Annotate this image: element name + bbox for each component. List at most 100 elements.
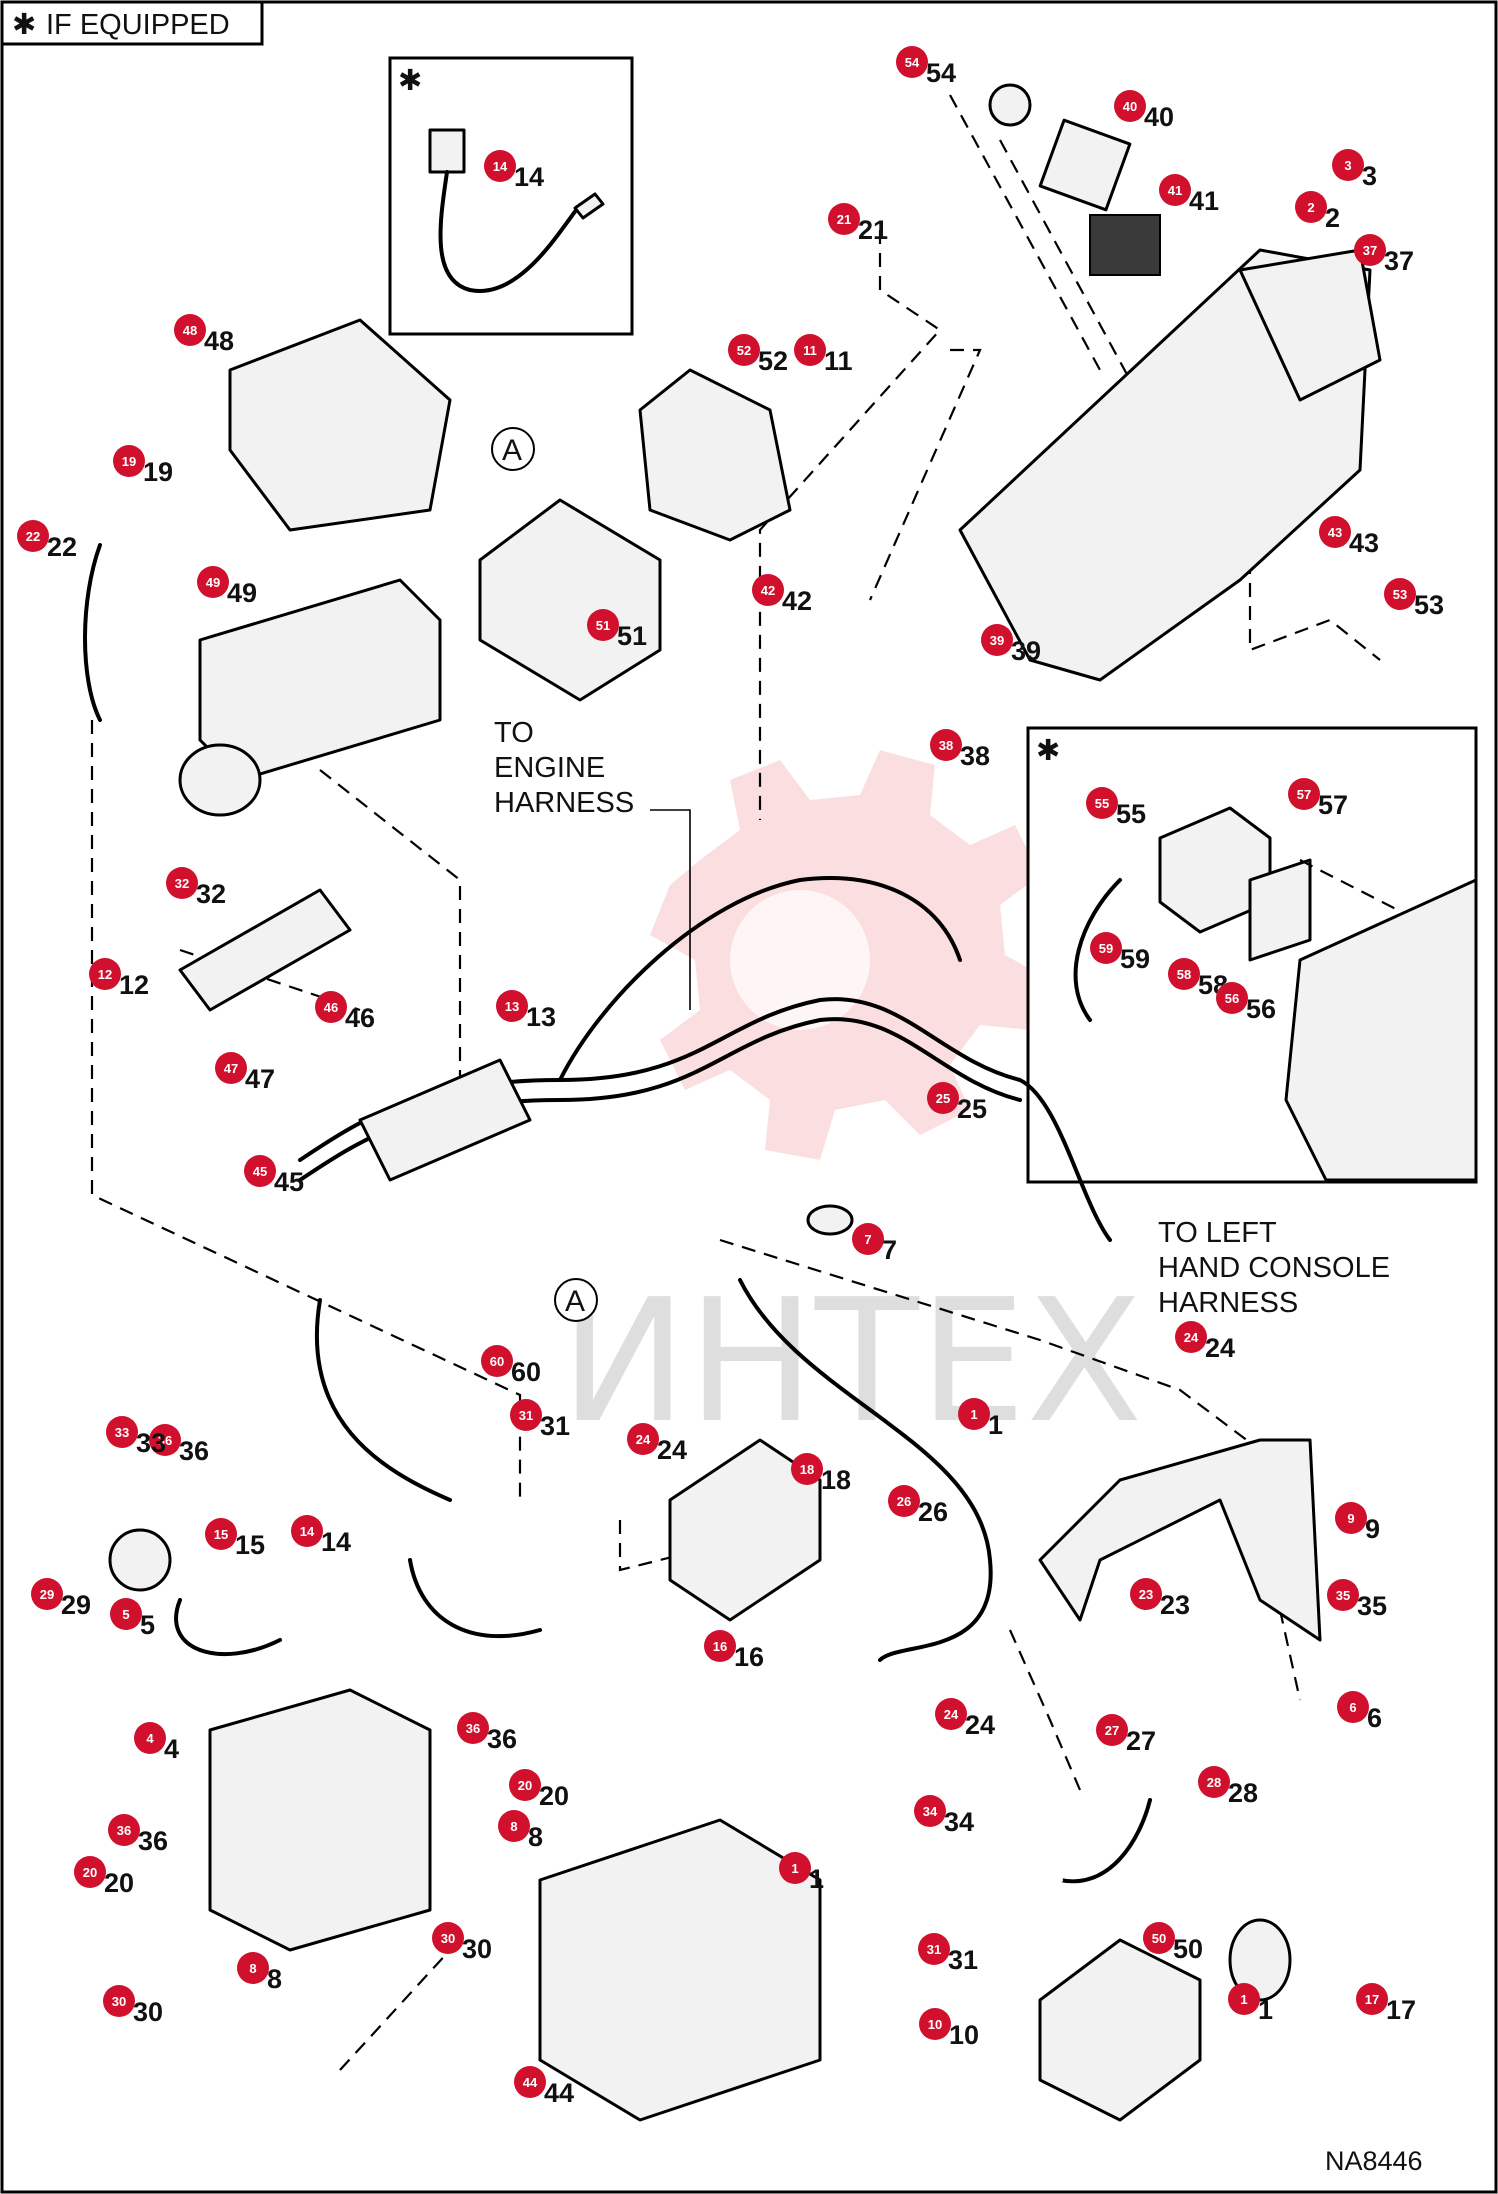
callout-6[interactable]: 66 — [1337, 1691, 1382, 1733]
note-to-engine-line-3: HARNESS — [494, 787, 634, 819]
callout-marker — [514, 2066, 546, 2098]
callout-marker-label: 45 — [253, 1164, 267, 1179]
callout-marker — [1096, 1714, 1128, 1746]
callout-1[interactable]: 11 — [779, 1852, 824, 1894]
part-number-label: 34 — [944, 1807, 974, 1837]
callout-marker-label: 17 — [1365, 1992, 1379, 2007]
callout-9[interactable]: 99 — [1335, 1502, 1380, 1544]
note-to-left-line-2: HAND CONSOLE — [1158, 1252, 1390, 1284]
part-number-label: 14 — [514, 162, 544, 192]
callout-1[interactable]: 11 — [1228, 1983, 1273, 2025]
part-number-label: 35 — [1357, 1591, 1387, 1621]
part-number-label: 36 — [487, 1724, 517, 1754]
callout-marker-label: 11 — [803, 343, 817, 358]
callout-2[interactable]: 22 — [1295, 191, 1340, 233]
callout-marker-label: 40 — [1123, 99, 1137, 114]
callout-3[interactable]: 33 — [1332, 149, 1377, 191]
callout-8[interactable]: 88 — [498, 1810, 543, 1852]
callout-marker — [481, 1345, 513, 1377]
part-number-label: 37 — [1384, 246, 1414, 276]
callout-marker-label: 10 — [928, 2017, 942, 2032]
callout-5[interactable]: 55 — [110, 1598, 155, 1640]
callout-marker-label: 24 — [636, 1432, 651, 1447]
part-number-label: 27 — [1126, 1726, 1156, 1756]
callout-1[interactable]: 11 — [958, 1398, 1003, 1440]
callout-7[interactable]: 77 — [852, 1223, 897, 1265]
callout-marker — [110, 1598, 142, 1630]
note-to-engine: TO ENGINE HARNESS — [494, 717, 691, 1010]
callout-marker — [1114, 90, 1146, 122]
callout-4[interactable]: 44 — [134, 1722, 179, 1764]
callout-marker-label: 43 — [1328, 525, 1342, 540]
part-number-label: 38 — [960, 741, 990, 771]
callout-14[interactable]: 14 14 — [484, 150, 544, 192]
callout-marker — [134, 1722, 166, 1754]
callout-8[interactable]: 88 — [237, 1952, 282, 1994]
callout-marker-label: 15 — [214, 1527, 228, 1542]
callout-marker — [108, 1814, 140, 1846]
callout-24[interactable]: 24 24 — [627, 1423, 687, 1465]
part-number-label: 56 — [1246, 994, 1276, 1024]
callout-marker-label: 14 — [493, 159, 508, 174]
part-number-label: 24 — [657, 1435, 687, 1465]
callout-marker — [1159, 174, 1191, 206]
part-number-label: 24 — [965, 1710, 995, 1740]
